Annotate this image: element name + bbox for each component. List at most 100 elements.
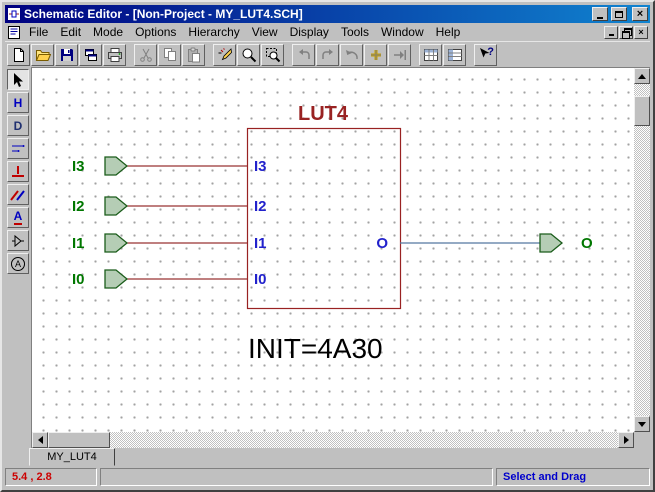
- port-label-i3[interactable]: I3: [72, 158, 85, 175]
- zoom-in-button[interactable]: [237, 43, 260, 66]
- forward-button[interactable]: [316, 43, 339, 66]
- menu-help[interactable]: Help: [435, 25, 461, 39]
- menu-options[interactable]: Options: [135, 25, 177, 39]
- bus-tap-tool[interactable]: [7, 161, 29, 182]
- sheet-tab-row: MY_LUT4: [5, 448, 650, 466]
- vertical-scroll-thumb[interactable]: [634, 96, 650, 126]
- vertical-scroll-track[interactable]: [634, 126, 650, 416]
- wire-tool[interactable]: [7, 138, 29, 159]
- port-tool[interactable]: [7, 230, 29, 251]
- input-port-i1[interactable]: [104, 233, 129, 253]
- plus-icon: [370, 49, 381, 60]
- app-icon[interactable]: [7, 7, 21, 21]
- horizontal-scroll-thumb[interactable]: [48, 432, 110, 448]
- open-button[interactable]: [31, 43, 54, 66]
- menu-display[interactable]: Display: [289, 25, 329, 39]
- grid-icon: [447, 48, 462, 61]
- window-title: Schematic Editor - [Non-Project - MY_LUT…: [24, 7, 303, 21]
- port-label-o[interactable]: O: [581, 235, 593, 252]
- undo-button[interactable]: [340, 43, 363, 66]
- scroll-left-button[interactable]: [32, 432, 48, 448]
- annotate-tool[interactable]: A: [7, 253, 29, 274]
- grid-button[interactable]: [443, 43, 466, 66]
- maximize-button[interactable]: [611, 7, 627, 21]
- menu-edit[interactable]: Edit: [60, 25, 82, 39]
- copy-button[interactable]: [158, 43, 181, 66]
- close-button[interactable]: ×: [632, 7, 648, 21]
- menu-hierarchy[interactable]: Hierarchy: [188, 25, 240, 39]
- copy-icon: [163, 47, 176, 61]
- arrow-to-end-icon: [393, 49, 406, 60]
- paste-button[interactable]: [182, 43, 205, 66]
- save-button[interactable]: [55, 43, 78, 66]
- port-label-i1[interactable]: I1: [72, 235, 85, 252]
- cascade-button[interactable]: [79, 43, 102, 66]
- component-body[interactable]: [246, 127, 402, 310]
- pencil-wire-icon: [218, 47, 232, 60]
- undo-arrow-icon: [345, 49, 358, 59]
- schematic-canvas[interactable]: LUT4 I3: [32, 68, 634, 432]
- port-label-i2[interactable]: I2: [72, 198, 85, 215]
- mdi-minimize-button[interactable]: [604, 25, 618, 39]
- horizontal-scroll-track[interactable]: [110, 432, 618, 448]
- scroll-up-button[interactable]: [634, 68, 650, 84]
- text-tool[interactable]: A: [7, 207, 29, 228]
- port-label-i0[interactable]: I0: [72, 271, 85, 288]
- scroll-down-button[interactable]: [634, 416, 650, 432]
- left-arrow-icon: [37, 436, 43, 444]
- cascade-windows-icon: [84, 48, 97, 61]
- up-arrow-icon: [638, 73, 646, 79]
- schematic-drawing[interactable]: LUT4 I3: [32, 68, 634, 432]
- mdi-close-button[interactable]: ×: [634, 25, 648, 39]
- add-button[interactable]: [364, 43, 387, 66]
- hierarchy-tool[interactable]: H: [7, 92, 29, 113]
- bus-tool[interactable]: [7, 184, 29, 205]
- buffer-triangle-icon: [12, 234, 24, 247]
- cut-button[interactable]: [134, 43, 157, 66]
- bus-tap-icon: [12, 165, 24, 177]
- printer-icon: [107, 47, 122, 62]
- vertical-scrollbar[interactable]: [634, 68, 650, 432]
- menu-file[interactable]: File: [29, 25, 49, 39]
- back-button[interactable]: [292, 43, 315, 66]
- pin-label-i2[interactable]: I2: [254, 198, 267, 215]
- document-icon[interactable]: [7, 25, 21, 39]
- output-port-o[interactable]: [539, 233, 564, 253]
- print-button[interactable]: [103, 43, 126, 66]
- select-pointer-tool[interactable]: [7, 69, 29, 90]
- table-button[interactable]: [419, 43, 442, 66]
- mdi-restore-button[interactable]: [619, 25, 633, 39]
- close-icon: ×: [636, 7, 644, 20]
- symbol-tool[interactable]: D: [7, 115, 29, 136]
- zoom-area-button[interactable]: [261, 43, 284, 66]
- menu-mode[interactable]: Mode: [93, 25, 124, 39]
- horizontal-scrollbar[interactable]: [32, 432, 634, 448]
- title-bar[interactable]: Schematic Editor - [Non-Project - MY_LUT…: [5, 5, 650, 23]
- minimize-icon: [597, 16, 603, 19]
- pin-label-i3[interactable]: I3: [254, 158, 267, 175]
- sheet-tab-my-lut4[interactable]: MY_LUT4: [29, 448, 115, 466]
- canvas-container: LUT4 I3: [31, 67, 650, 448]
- new-button[interactable]: [7, 43, 30, 66]
- menu-window[interactable]: Window: [380, 25, 424, 39]
- input-port-i3[interactable]: [104, 156, 129, 176]
- draw-wire-button[interactable]: [213, 43, 236, 66]
- input-port-i0[interactable]: [104, 269, 129, 289]
- menu-tools[interactable]: Tools: [340, 25, 369, 39]
- component-title[interactable]: LUT4: [298, 103, 349, 125]
- pin-label-i0[interactable]: I0: [254, 271, 267, 288]
- scroll-right-button[interactable]: [618, 432, 634, 448]
- menu-bar: File Edit Mode Options Hierarchy View Di…: [5, 23, 650, 41]
- menu-view[interactable]: View: [251, 25, 278, 39]
- context-help-button[interactable]: ?: [474, 43, 497, 66]
- pin-label-i1[interactable]: I1: [254, 235, 267, 252]
- bus-lines-icon: [10, 189, 25, 201]
- input-port-i2[interactable]: [104, 196, 129, 216]
- coordinates-readout: 5.4 , 2.8: [5, 468, 97, 486]
- main-area: H D A A: [5, 67, 650, 448]
- init-attribute-text[interactable]: INIT=4A30: [248, 333, 383, 364]
- down-arrow-icon: [638, 421, 646, 427]
- end-button[interactable]: [388, 43, 411, 66]
- pin-label-o[interactable]: O: [376, 235, 388, 252]
- minimize-button[interactable]: [592, 7, 608, 21]
